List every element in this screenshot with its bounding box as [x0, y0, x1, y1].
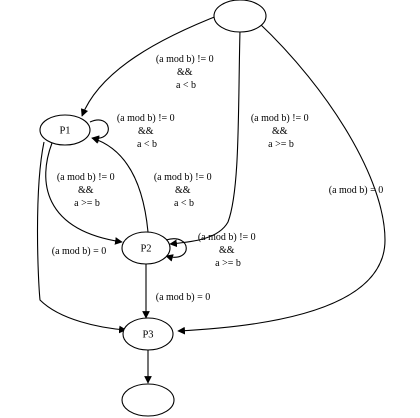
- label-start-p2: (a mod b) != 0 && a >= b: [251, 113, 311, 150]
- label-p2-self: (a mod b) != 0 && a >= b: [198, 232, 258, 269]
- label-p1-self-line: (a mod b) != 0: [117, 113, 175, 124]
- node-p2-label: P2: [140, 243, 151, 254]
- label-p2-p1-line: a < b: [174, 198, 194, 209]
- edge-start-p2: [169, 29, 241, 248]
- edge-start-p3: [177, 21, 386, 335]
- label-start-p1-line: &&: [177, 67, 193, 78]
- label-p2-p1-line: &&: [175, 185, 191, 196]
- label-start-p2-line: &&: [272, 126, 288, 137]
- node-p3: P3: [122, 317, 174, 351]
- label-p1-p2: (a mod b) != 0 && a >= b: [57, 172, 117, 209]
- edge-p1-p2: [45, 142, 123, 245]
- node-p3-label: P3: [142, 329, 153, 340]
- label-p1-p3-line: (a mod b) = 0: [52, 246, 107, 257]
- label-start-p2-line: (a mod b) != 0: [251, 113, 309, 124]
- label-start-p1: (a mod b) != 0 && a < b: [156, 54, 216, 91]
- label-p2-p3: (a mod b) = 0: [156, 292, 211, 303]
- label-p2-self-line: (a mod b) != 0: [198, 232, 256, 243]
- label-start-p2-line: a >= b: [268, 139, 294, 150]
- edge-p2-p1: [91, 136, 149, 233]
- node-p1-label: P1: [59, 125, 70, 136]
- label-p1-self: (a mod b) != 0 && a < b: [117, 113, 177, 150]
- label-start-p1-line: (a mod b) != 0: [156, 54, 214, 65]
- label-p2-p1-line: (a mod b) != 0: [154, 172, 212, 183]
- label-p1-self-line: &&: [138, 126, 154, 137]
- label-start-p3-line: (a mod b) = 0: [329, 185, 384, 196]
- node-start: [213, 0, 267, 33]
- node-p1: P1: [39, 114, 91, 146]
- node-p2: P2: [121, 231, 171, 265]
- label-p2-p3-line: (a mod b) = 0: [156, 292, 211, 303]
- label-p1-self-line: a < b: [137, 139, 157, 150]
- label-p2-self-line: a >= b: [215, 258, 241, 269]
- label-p2-p1: (a mod b) != 0 && a < b: [154, 172, 214, 209]
- label-p1-p2-line: (a mod b) != 0: [57, 172, 115, 183]
- label-start-p1-line: a < b: [176, 80, 196, 91]
- label-p1-p3: (a mod b) = 0: [52, 246, 107, 257]
- label-p1-p2-line: &&: [78, 185, 94, 196]
- node-end: [121, 383, 175, 417]
- edge-start-p1: [80, 13, 223, 117]
- label-start-p3: (a mod b) = 0: [329, 185, 384, 196]
- edge-p1-p3: [36, 141, 127, 334]
- label-p2-self-line: &&: [219, 245, 235, 256]
- edge-p1-self: [89, 119, 109, 143]
- edge-p2-self: [165, 238, 187, 262]
- label-p1-p2-line: a >= b: [74, 198, 100, 209]
